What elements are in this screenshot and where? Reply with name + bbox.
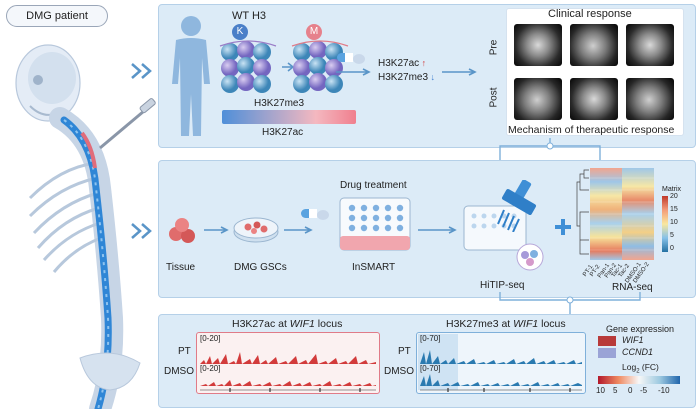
patient-skeleton-illustration (15, 44, 156, 409)
drug-pill-icon (337, 53, 365, 64)
h3k27ac-label: H3K27ac (262, 127, 304, 138)
arrow-right-icon (442, 68, 477, 76)
insmart-label: InSMART (352, 262, 396, 273)
mri-post-2 (570, 78, 618, 120)
gsc-label: DMG GSCs (234, 262, 287, 273)
result-h3k27ac: H3K27ac ↑ (378, 58, 427, 69)
transition-arrow (282, 62, 295, 72)
wif1-swatch (598, 336, 616, 346)
drug-treatment-label: Drug treatment (340, 180, 407, 191)
hitip-label: HiTIP-seq (480, 280, 525, 291)
ac-signal-tracks (200, 352, 376, 392)
matrix-colorbar (662, 196, 668, 252)
ac-track-title: H3K27ac at WIF1 locus (232, 318, 343, 330)
ccnd1-label: CCND1 (622, 347, 654, 357)
matrix-tick: 15 (670, 206, 678, 213)
k-badge: K (232, 24, 248, 40)
ac-range-dmso: [0-20] (200, 364, 221, 373)
rnaseq-label: RNA-seq (612, 282, 653, 293)
scale-tick: 0 (628, 386, 633, 395)
mechanism-label: Mechanism of therapeutic response (508, 124, 675, 136)
multichannel-pipette-icon (497, 180, 536, 232)
matrix-tick: 5 (670, 232, 674, 239)
plus-icon (555, 219, 571, 235)
drug-pill-icon (301, 209, 329, 220)
scale-tick: 10 (596, 386, 605, 395)
gene-expr-title: Gene expression (606, 324, 675, 334)
nucleosome-cluster-left (219, 40, 277, 93)
chevron-right-icon (131, 223, 152, 239)
mri-post-3 (626, 78, 674, 120)
wif1-label: WIF1 (622, 335, 644, 345)
log-fc-colorbar (598, 376, 680, 384)
connector-line (499, 292, 641, 314)
log-fc-label: Log2 (FC) (622, 362, 659, 375)
arrow-right-icon (204, 226, 229, 234)
matrix-tick: 10 (670, 219, 678, 226)
scale-tick: -10 (658, 386, 670, 395)
matrix-tick: 0 (670, 245, 674, 252)
rnaseq-dendrogram (576, 169, 589, 255)
chevron-right-icon (131, 63, 152, 79)
hitip-plate (463, 205, 527, 251)
ccnd1-swatch (598, 348, 616, 358)
connector-line (499, 138, 601, 160)
h3k27me3-label: H3K27me3 (254, 98, 305, 109)
tissue-icon (169, 218, 195, 243)
me3-range-pt: [0-70] (420, 334, 441, 343)
pt-label: PT (398, 346, 411, 357)
post-label: Post (488, 87, 500, 108)
nucleosome-detail-icon (516, 243, 544, 271)
mri-pre-2 (570, 24, 618, 66)
rnaseq-heatmap (590, 168, 654, 260)
gradient-bar (222, 110, 356, 124)
arrow-right-icon (336, 68, 371, 76)
result-h3k27me3: H3K27me3 ↓ (378, 72, 436, 83)
me3-track-title: H3K27me3 at WIF1 locus (446, 318, 566, 330)
human-silhouette-icon (172, 16, 210, 136)
matrix-label: Matrix (662, 186, 682, 193)
tissue-label: Tissue (166, 262, 196, 273)
nucleosome-cluster-right (291, 40, 349, 93)
mri-pre-3 (626, 24, 674, 66)
m-badge: M (306, 24, 322, 40)
mri-pre-1 (514, 24, 562, 66)
arrow-right-icon (418, 226, 457, 234)
matrix-tick: 20 (670, 193, 678, 200)
scale-tick: 5 (613, 386, 618, 395)
ac-range-pt: [0-20] (200, 334, 221, 343)
me3-signal-tracks (420, 350, 582, 392)
scale-tick: -5 (640, 386, 648, 395)
wt-h3-label: WT H3 (232, 10, 267, 22)
me3-range-dmso: [0-70] (420, 364, 441, 373)
clinical-title: Clinical response (548, 8, 632, 20)
insmart-plate (339, 197, 411, 251)
arrow-right-icon (284, 226, 313, 234)
pre-label: Pre (488, 39, 500, 56)
dmso-label: DMSO (384, 366, 414, 377)
pt-label: PT (178, 346, 191, 357)
dmso-label: DMSO (164, 366, 194, 377)
petri-dish-icon (233, 217, 279, 243)
patient-label: DMG patient (6, 5, 108, 27)
mri-post-1 (514, 78, 562, 120)
